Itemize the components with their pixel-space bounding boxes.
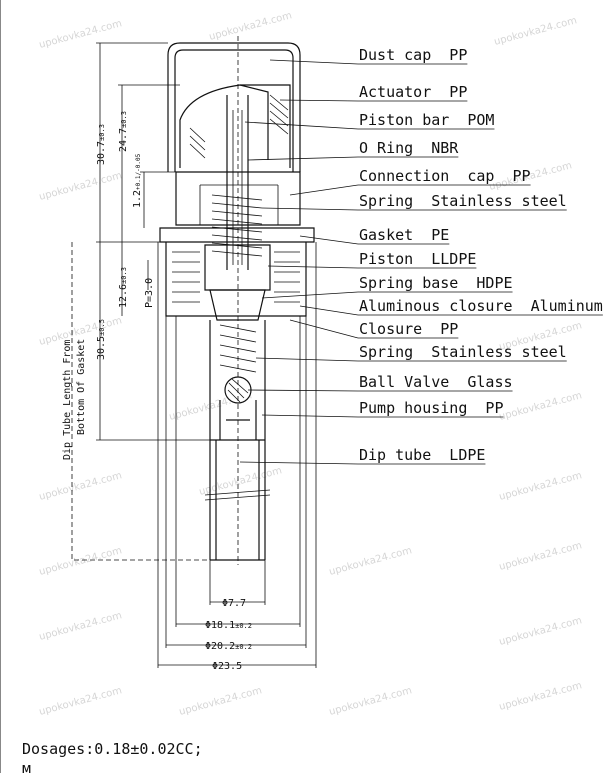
closure-threads	[172, 251, 300, 303]
diameter-dimensions: Φ7.7 Φ18.1±0.2 Φ20.2±0.2 Φ23.5	[157, 242, 317, 672]
watermark: upokovka24.com	[38, 545, 123, 578]
dip-tube-note-line-1: Dip Tube Length From	[62, 340, 73, 460]
actuator-outline	[179, 84, 291, 168]
aluminous-closure	[165, 242, 307, 317]
dust-cap-inner	[174, 49, 294, 172]
watermark: upokovka24.com	[493, 15, 578, 48]
callout-leader	[247, 156, 359, 161]
watermark: upokovka24.com	[38, 170, 123, 203]
dosage-note: Dosages:0.18±0.02CC;	[22, 740, 203, 758]
callout-leader	[261, 414, 359, 418]
part-label: Piston bar POM	[359, 111, 494, 129]
dim-dia-1: Φ7.7	[222, 598, 246, 609]
dim-neck-height: 12.6±0.3	[118, 267, 129, 308]
part-label: Closure PP	[359, 320, 458, 338]
part-label: Dip tube LDPE	[359, 446, 485, 464]
dim-piston-stroke: P=3.0	[144, 278, 155, 308]
watermark: upokovka24.com	[178, 685, 263, 718]
part-callouts: Dust cap PP Actuator PP Piston bar POM O Ri…	[239, 46, 603, 465]
part-label: Spring Stainless steel	[359, 343, 567, 361]
watermark: upokovka24.com	[328, 685, 413, 718]
watermark: upokovka24.com	[328, 545, 413, 578]
part-label: Pump housing PP	[359, 399, 504, 417]
part-label: Spring Stainless steel	[359, 192, 567, 210]
callout-leader	[247, 389, 359, 392]
watermark: upokovka24.com	[38, 18, 123, 51]
part-label: Ball Valve Glass	[359, 373, 513, 391]
dim-stroke: 1.2+0.1/-0.05	[132, 153, 143, 208]
connection-cap	[175, 171, 301, 226]
dip-tube-break	[204, 489, 271, 501]
left-dimensions: 30.7±0.3 24.7±0.3 1.2+0.1/-0.05 12.6±0.3…	[62, 42, 210, 561]
piston-bar	[226, 95, 249, 270]
dim-housing-length: 30.5±0.5	[96, 319, 107, 360]
watermark: upokovka24.com	[498, 390, 583, 423]
footer-second-line: M	[22, 762, 32, 773]
dim-dia-4: Φ23.5	[212, 661, 242, 672]
callout-leader	[299, 235, 359, 245]
callout-leader	[261, 207, 359, 211]
callout-leader	[261, 291, 359, 299]
watermark: upokovka24.com	[38, 685, 123, 718]
connection-cap-inner	[199, 184, 279, 225]
callout-leader	[267, 265, 359, 269]
dip-tube	[209, 440, 266, 561]
dim-actuator-height: 24.7±0.3	[118, 111, 129, 152]
actuator-hatch	[189, 94, 289, 159]
gasket	[159, 227, 315, 243]
dip-tube-length-line	[71, 242, 210, 561]
piston-bar-bore	[232, 110, 243, 265]
pump-body	[159, 36, 315, 565]
watermark: upokovka24.com	[38, 470, 123, 503]
ext-lines-diameters	[157, 242, 317, 668]
watermark: upokovka24.com	[498, 470, 583, 503]
page-frame-line	[0, 0, 1, 773]
piston	[204, 244, 271, 291]
watermark: upokovka24.com	[198, 465, 283, 498]
dim-dia-3: Φ20.2±0.2	[205, 641, 252, 652]
callout-leader	[299, 305, 359, 316]
callout-leader	[239, 461, 359, 465]
part-label: Actuator PP	[359, 83, 467, 101]
callout-leader	[279, 99, 359, 102]
spring-base	[209, 289, 266, 321]
dip-tube-note-line-2: Bottom Of Gasket	[76, 339, 87, 435]
dust-cap-outline	[167, 42, 301, 172]
watermark: upokovka24.com	[498, 680, 583, 713]
watermark: upokovka24.com	[38, 610, 123, 643]
dim-dia-2: Φ18.1±0.2	[205, 620, 252, 631]
watermark: upokovka24.com	[498, 615, 583, 648]
part-label: Aluminous closure Aluminum	[359, 297, 603, 315]
callout-leader	[289, 184, 359, 196]
part-label: Dust cap PP	[359, 46, 467, 64]
callout-leader	[269, 59, 359, 65]
part-label: Piston LLDPE	[359, 250, 476, 268]
part-label: O Ring NBR	[359, 139, 459, 157]
callout-leader	[244, 121, 359, 130]
actuator-nozzle	[239, 84, 269, 160]
callout-leader	[289, 319, 359, 339]
part-label: Connection cap PP	[359, 167, 531, 185]
part-label: Spring base HDPE	[359, 274, 513, 292]
part-label: Gasket PE	[359, 226, 449, 244]
callout-leader	[255, 357, 359, 362]
watermark: upokovka24.com	[208, 10, 293, 43]
dim-overall-height: 30.7±0.3	[96, 124, 107, 165]
watermark: upokovka24.com	[498, 540, 583, 573]
